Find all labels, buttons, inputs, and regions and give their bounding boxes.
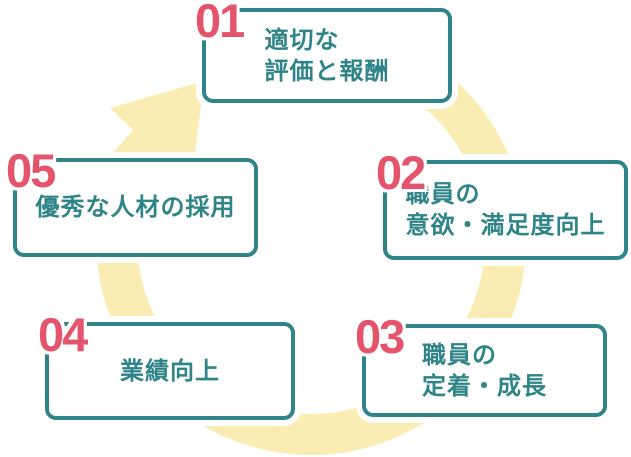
- step-5-label: 優秀な人材の採用: [36, 192, 236, 223]
- cycle-step-1-box: 01 適切な 評価と報酬: [195, 0, 452, 103]
- step-3-label: 職員の 定着・成長: [422, 340, 547, 402]
- step-4-label-line-1: 業績向上: [120, 357, 220, 385]
- step-2-label-line-1: 職員の: [405, 181, 481, 208]
- cycle-step-3-box: 03 職員の 定着・成長: [355, 313, 607, 417]
- cycle-step-5-box: 05 優秀な人材の採用: [6, 147, 258, 257]
- step-1-label-line-2: 評価と報酬: [264, 57, 390, 85]
- step-3-label-line-1: 職員の: [422, 341, 497, 369]
- step-1-label: 適切な 評価と報酬: [265, 25, 390, 87]
- step-2-number-badge: 02: [376, 146, 426, 199]
- step-3-label-line-2: 定着・成長: [422, 372, 547, 400]
- step-2-label-line-2: 意欲・満足度向上: [405, 212, 606, 239]
- cycle-step-4-box: 04 業績向上: [38, 311, 295, 420]
- step-4-number-badge: 04: [38, 308, 88, 361]
- step-1-label-line-1: 適切な: [264, 26, 340, 54]
- step-1-number-badge: 01: [195, 0, 245, 47]
- step-5-number-badge: 05: [6, 144, 56, 197]
- step-2-label: 職員の 意欲・満足度向上: [406, 179, 606, 241]
- cycle-arrowhead-icon: [110, 81, 204, 166]
- step-3-number-badge: 03: [355, 310, 405, 363]
- step-4-label: 業績向上: [120, 356, 220, 387]
- step-5-label-line-1: 優秀な人材の採用: [35, 194, 236, 221]
- cycle-step-2-box: 02 職員の 意欲・満足度向上: [376, 149, 628, 260]
